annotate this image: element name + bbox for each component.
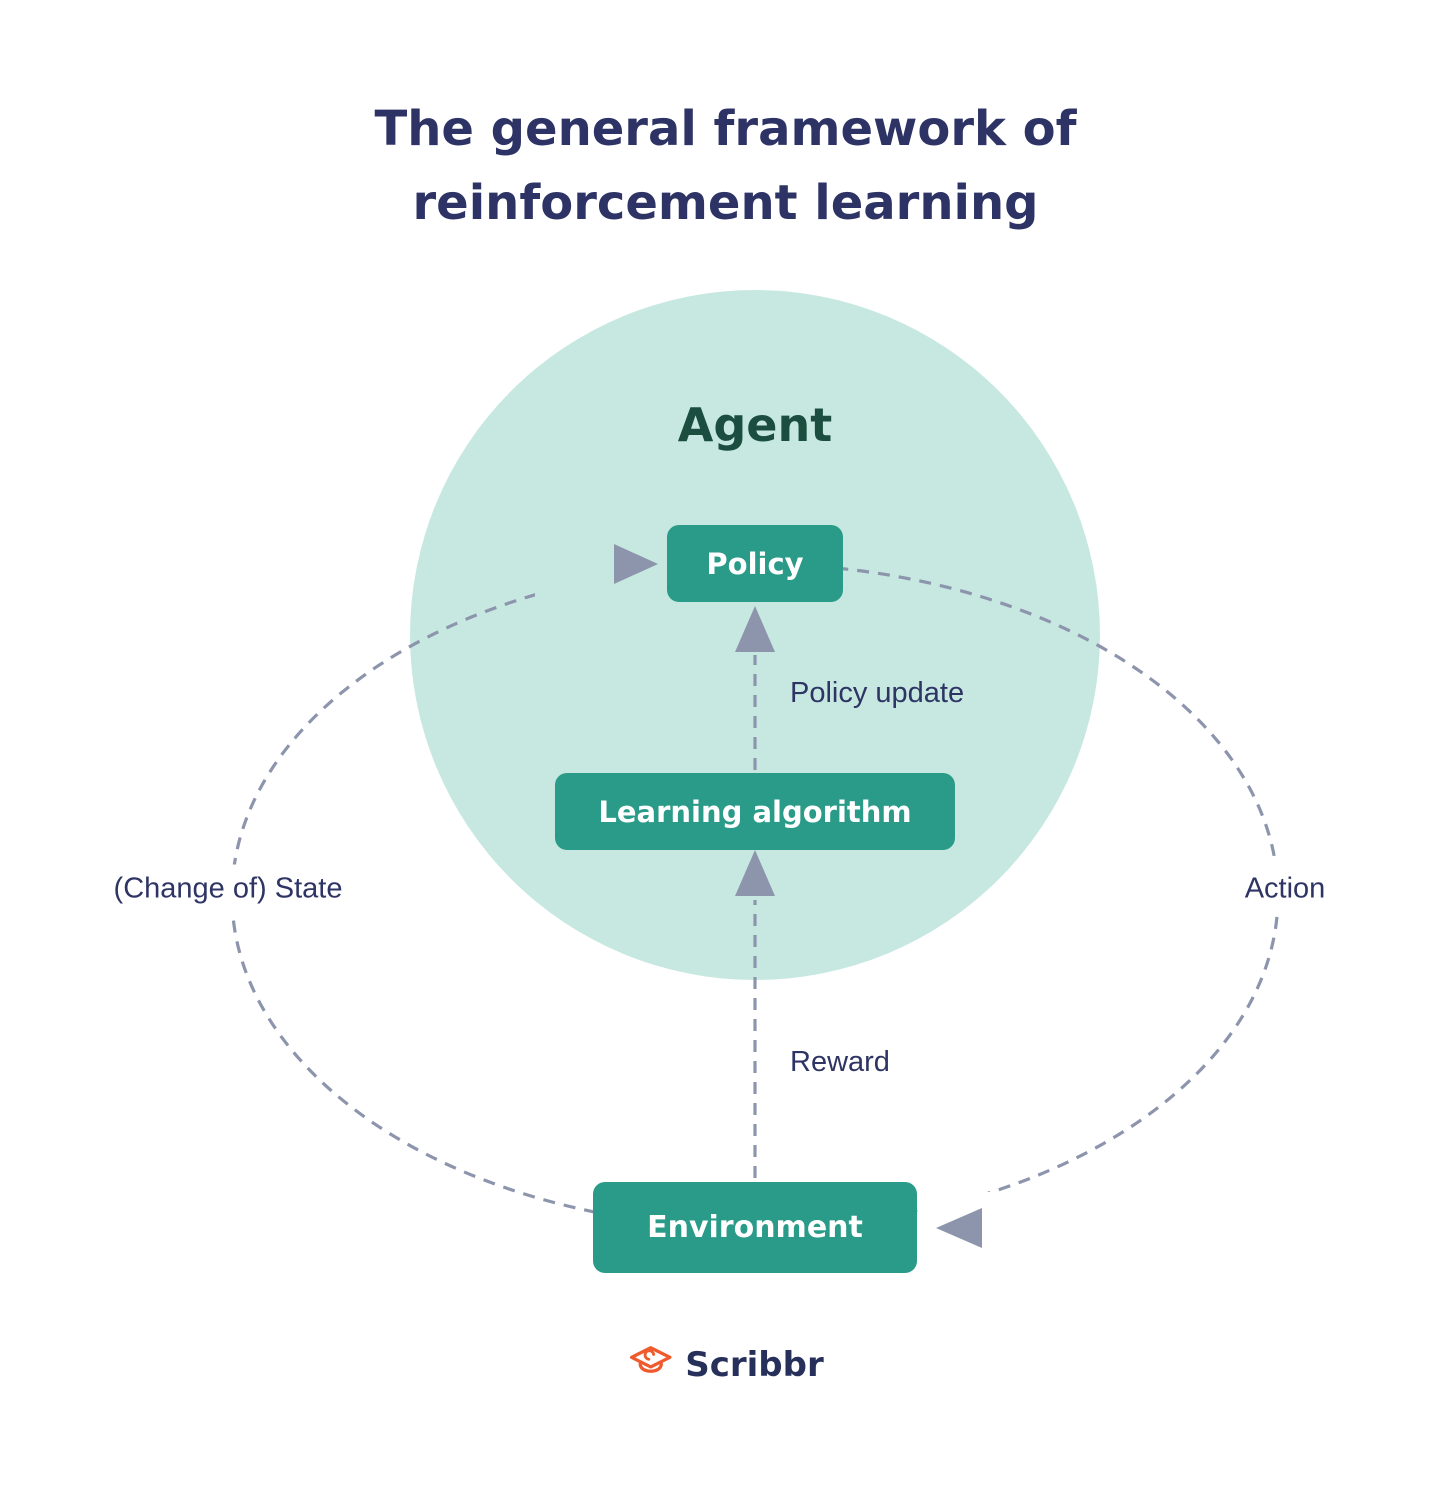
scribbr-logo-icon (629, 1346, 672, 1373)
edge-label-action: Action (1228, 864, 1342, 914)
agent-circle (410, 290, 1100, 980)
node-learning-algorithm: Learning algorithm (555, 773, 955, 850)
edge-label-policy-update: Policy update (790, 677, 965, 709)
edge-label-state: (Change of) State (97, 864, 359, 914)
page-title-line-1: The general framework of (374, 101, 1077, 157)
brand-name: Scribbr (685, 1345, 824, 1385)
agent-label: Agent (677, 398, 833, 452)
node-policy: Policy (667, 525, 843, 602)
brand-footer: Scribbr (627, 1342, 824, 1388)
action-arrowhead (936, 1208, 982, 1248)
page-title: The general framework of reinforcement l… (316, 92, 1136, 241)
node-environment: Environment (593, 1182, 917, 1273)
edge-label-reward: Reward (790, 1046, 890, 1078)
loop-gap-mask-environment (918, 1192, 1006, 1238)
page-title-line-2: reinforcement learning (412, 175, 1039, 232)
